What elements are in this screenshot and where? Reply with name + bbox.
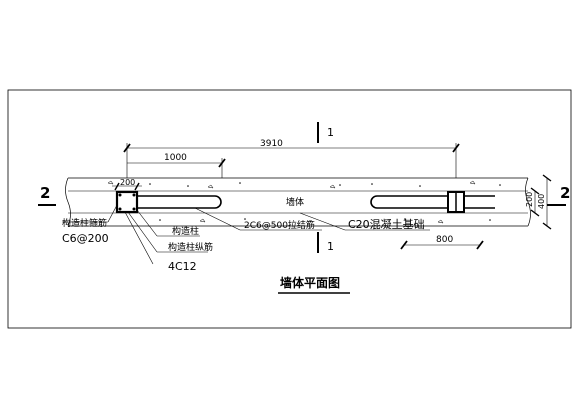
leader-lines xyxy=(62,204,430,265)
dim-200-label: 200 xyxy=(120,178,135,187)
section-1-label-bottom: 1 xyxy=(327,240,334,253)
callout-long-bar-spec: 4C12 xyxy=(168,260,197,273)
dimension-200-column xyxy=(112,182,142,191)
constructional-column-right xyxy=(447,191,465,213)
dimension-1000 xyxy=(127,158,226,178)
section-2-label-left: 2 xyxy=(40,184,50,202)
callout-tie-bar: 2C6@500拉结筋 xyxy=(244,219,315,231)
dimension-3910 xyxy=(123,143,460,178)
section-2-marker: 2 2 xyxy=(38,184,570,206)
callout-long-bar: 构造柱纵筋 xyxy=(168,241,213,253)
constructional-column-left xyxy=(115,190,139,214)
section-1-marker: 1 1 xyxy=(317,122,334,253)
callout-foundation: C20混凝土基础 xyxy=(348,217,425,231)
dim-wall-400-label: 400 xyxy=(537,194,546,209)
dim-1000-label: 1000 xyxy=(164,153,187,163)
dimension-wall-thickness xyxy=(530,174,552,230)
section-2-label-right: 2 xyxy=(560,184,570,202)
tie-bars xyxy=(137,195,495,209)
dim-800-label: 800 xyxy=(436,235,453,245)
dimension-800 xyxy=(400,240,484,250)
drawing-title: 墙体平面图 xyxy=(280,275,340,290)
callout-hoop: 构造柱箍筋 xyxy=(62,217,107,229)
drawing-frame xyxy=(7,89,572,329)
dim-3910-label: 3910 xyxy=(260,139,283,149)
callout-hoop-spec: C6@200 xyxy=(62,232,109,245)
wall-label: 墙体 xyxy=(286,196,304,208)
dim-wall-200-label: 200 xyxy=(525,192,534,207)
callout-column: 构造柱 xyxy=(172,225,199,237)
section-1-label-top: 1 xyxy=(327,126,334,139)
